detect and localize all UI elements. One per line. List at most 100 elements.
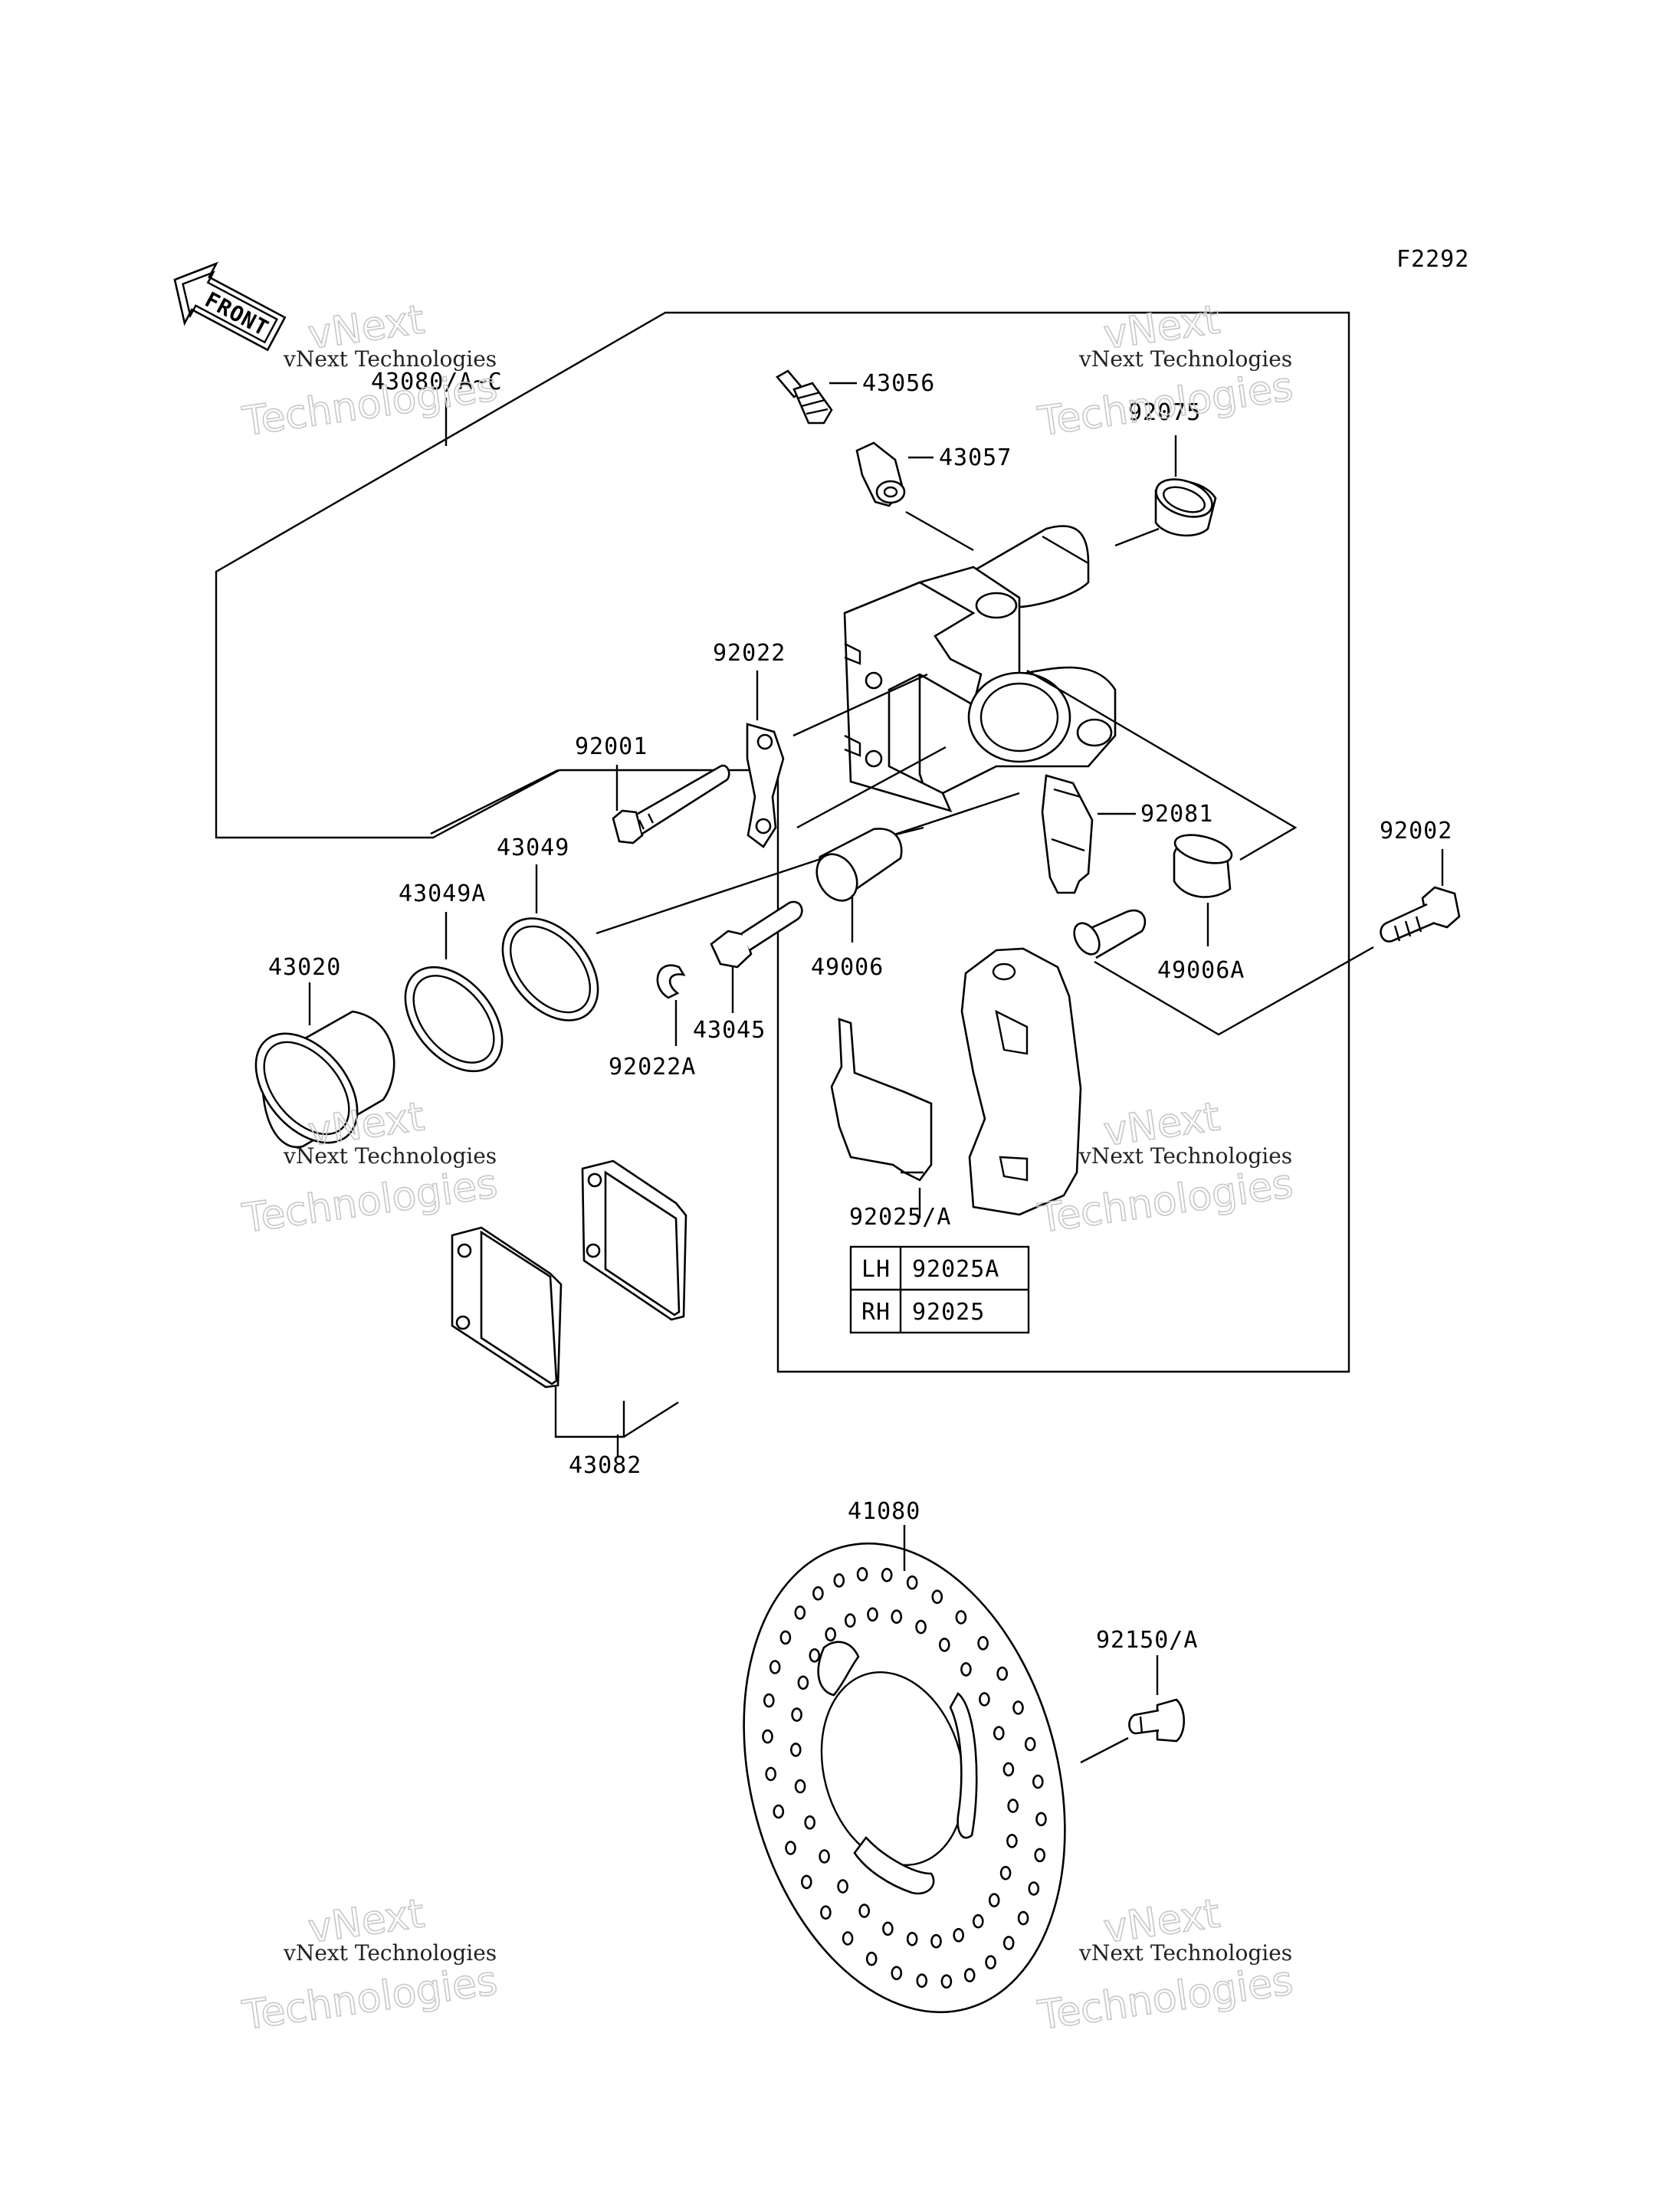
disc-vent-hole [988,1893,1000,1907]
disc-vent-hole [1002,1762,1015,1777]
disc-vent-hole [999,1865,1012,1881]
disc-vent-hole [865,1951,878,1966]
label-43082: 43082 [569,1452,641,1479]
disc-vent-hole [955,1610,967,1625]
disc-vent-hole [963,1968,976,1982]
label-92022A: 92022A [609,1054,696,1080]
disc-vent-hole [779,1630,792,1645]
label-92001: 92001 [575,733,648,760]
disc-vent-hole [993,1726,1005,1740]
svg-text:vNext Technologies: vNext Technologies [283,1143,497,1169]
svg-text:vNext Technologies: vNext Technologies [283,1940,497,1966]
bolt-92150-part [1128,1698,1185,1743]
svg-text:Technologies: Technologies [239,1161,500,1242]
disc-vent-hole [769,1660,781,1674]
disc-vent-hole [825,1627,836,1642]
disc-vent-hole [1006,1834,1018,1848]
label-43049: 43049 [497,835,569,861]
bleeder-cap-part [855,441,906,507]
front-arrow-icon: FRONT [173,261,287,352]
label-49006: 49006 [811,954,884,981]
disc-vent-hole [1034,1848,1045,1863]
label-43056: 43056 [862,370,935,397]
caliper-boundary [215,311,1350,1373]
disc-vent-hole [881,1568,893,1582]
disc-vent-hole [940,1974,953,1989]
plate-92022-part [746,723,785,848]
watermark: vNext Technologies vNext Technologies [1035,1890,1297,2040]
label-43049A: 43049A [399,880,486,907]
disc-vent-hole [833,1573,845,1588]
disc-vent-hole [858,1904,870,1918]
disc-vent-hole [804,1815,815,1830]
svg-text:vNext Technologies: vNext Technologies [1078,1143,1292,1169]
bolt-92002-part [1380,886,1461,943]
bleeder-valve-part [775,369,833,425]
label-41080: 41080 [848,1498,920,1525]
label-92025: 92025/A [849,1204,951,1231]
disc-vent-hole [931,1589,943,1605]
label-43057: 43057 [939,444,1012,471]
table-row-side: RH [861,1299,891,1326]
pads-43082-part [451,1159,687,1389]
disc-vent-hole [882,1921,894,1936]
brake-disc-41080-part [743,1542,1066,2014]
disc-vent-hole [996,1666,1008,1681]
disc-vent-hole [801,1874,812,1890]
label-92150: 92150/A [1096,1627,1198,1654]
disc-vent-hole [916,1973,928,1988]
watermark: vNext Technologies vNext Technologies [239,1890,501,2040]
disc-vent-hole [763,1693,775,1708]
disc-vent-hole [837,1879,848,1894]
caliper-body-part [843,525,1117,813]
disc-vent-hole [773,1804,785,1819]
svg-text:vNext Technologies: vNext Technologies [1078,346,1292,372]
shaft-43045-part [710,900,803,969]
svg-text:Technologies: Technologies [1035,364,1295,445]
table-row-part: 92025A [912,1256,999,1283]
disc-vent-hole [809,1648,821,1663]
disc-vent-hole [812,1586,824,1601]
disc-vent-hole [791,1707,802,1722]
boot-49006A-part [1173,834,1233,898]
disc-vent-hole [973,1913,984,1929]
disc-vent-hole [867,1607,878,1622]
watermark: vNext Technologies vNext Technologies [1035,297,1297,446]
disc-vent-hole [794,1779,806,1794]
disc-vent-hole [906,1932,918,1946]
disc-vent-hole [960,1662,972,1677]
disc-vent-hole [891,1966,903,1981]
svg-text:vNext Technologies: vNext Technologies [1078,1940,1292,1966]
svg-text:Technologies: Technologies [239,1958,500,2039]
disc-vent-hole [915,1619,927,1635]
label-92002: 92002 [1380,818,1452,844]
caliper-bracket-part [960,909,1147,1216]
boot-49006-part [815,828,903,902]
disc-vent-hole [762,1729,773,1744]
table-row-side: LH [861,1256,891,1283]
disc-vent-hole [979,1692,990,1707]
svg-text:Technologies: Technologies [1035,1958,1295,2039]
disc-vent-hole [819,1849,830,1864]
ring-92022A-part [656,964,686,999]
label-43045: 43045 [693,1017,766,1044]
table-row-part: 92025 [912,1299,985,1326]
side-table: LH 92025A RH 92025 [849,1245,1030,1334]
disc-vent-hole [1035,1812,1047,1827]
svg-text:vNext Technologies: vNext Technologies [283,346,497,372]
svg-text:Technologies: Technologies [239,364,500,445]
label-49006A: 49006A [1157,957,1245,984]
disc-vent-hole [1002,1936,1015,1950]
disc-vent-hole [794,1605,806,1620]
disc-vent-hole [765,1766,777,1782]
disc-vent-hole [1028,1881,1040,1896]
spring-92025-part [830,1018,933,1182]
label-caliper-assy: 43080/A~C [371,369,503,395]
disc-vent-hole [1032,1774,1044,1789]
seal-43049A-part [404,966,504,1073]
disc-vent-hole [906,1575,918,1590]
disc-vent-hole [797,1675,809,1690]
label-92075: 92075 [1128,399,1201,426]
boot-92075-part [1154,478,1217,537]
